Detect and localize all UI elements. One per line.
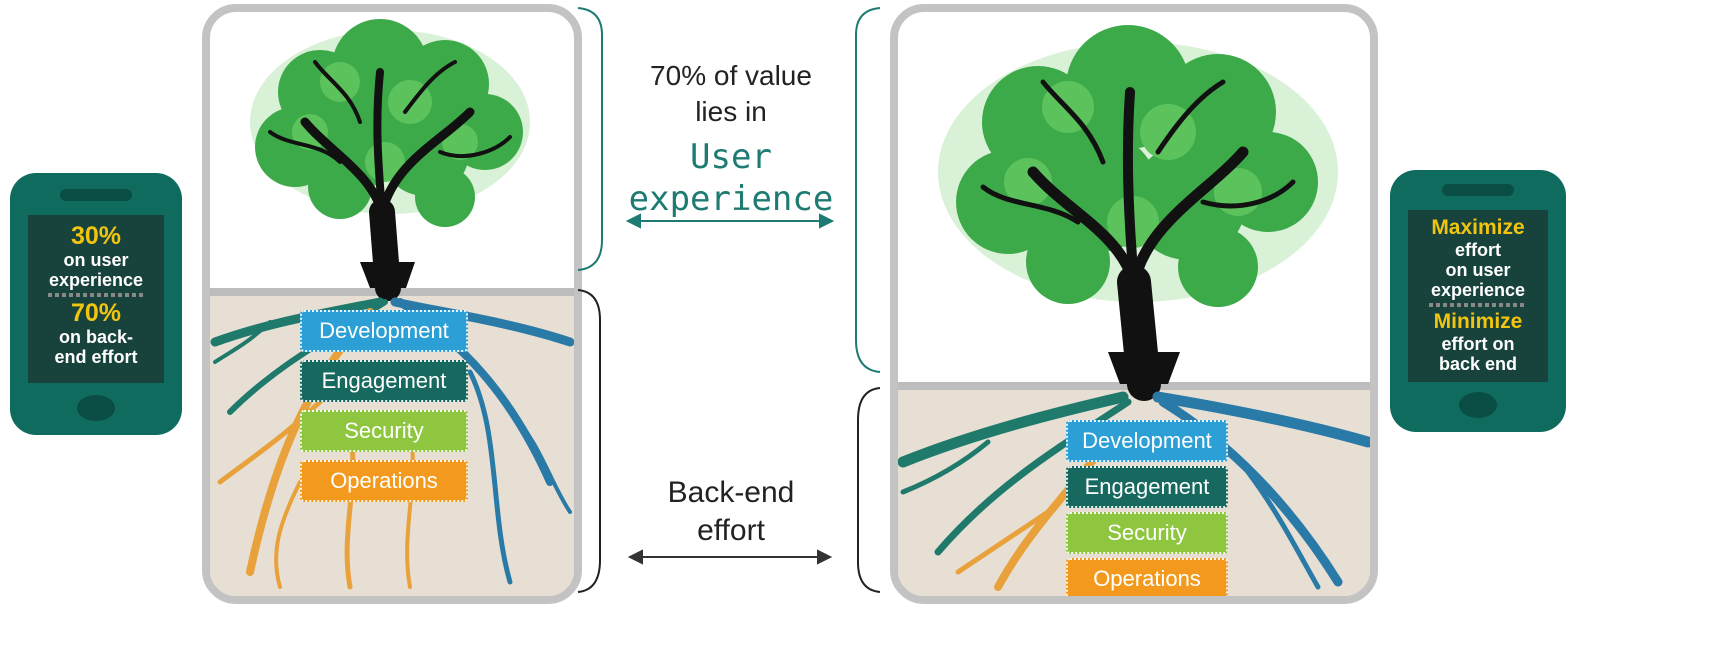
left-text-1: on user: [63, 250, 129, 270]
right-phone-screen: Maximize effort on user experience Minim…: [1408, 210, 1548, 382]
ux-line-2: experience: [628, 179, 834, 219]
left-tag-security: Security: [300, 410, 468, 452]
right-tree-illustration: [898, 25, 1370, 591]
left-tree-illustration: [210, 19, 574, 590]
right-text-2: on user: [1445, 260, 1511, 280]
value-line-2: lies in: [695, 96, 767, 127]
left-tag-operations: Operations: [300, 460, 468, 502]
right-minimize: Minimize: [1433, 310, 1523, 333]
right-text-4: effort on: [1441, 334, 1515, 354]
right-tag-engagement: Engagement: [1066, 466, 1228, 508]
left-pct-backend: 70%: [70, 299, 122, 327]
value-caption: 70% of value lies in: [606, 58, 856, 130]
left-lower-brace: [577, 289, 601, 593]
left-phone-screen: 30% on user experience 70% on back- end …: [28, 215, 164, 383]
left-tree-panel: Development Engagement Security Operatio…: [202, 4, 582, 604]
backend-double-arrow: [627, 549, 833, 565]
right-tag-security: Security: [1066, 512, 1228, 554]
right-phone-home-button: [1459, 392, 1497, 418]
right-tag-development: Development: [1066, 420, 1228, 462]
left-phone-speaker: [60, 189, 132, 201]
left-upper-brace: [577, 7, 603, 271]
right-upper-brace: [855, 7, 881, 373]
right-phone-speaker: [1442, 184, 1514, 196]
backend-line-1: Back-end: [667, 476, 795, 509]
value-line-1: 70% of value: [650, 60, 812, 91]
left-tag-development: Development: [300, 310, 468, 352]
ux-line-1: User: [690, 137, 772, 177]
right-text-3: experience: [1430, 280, 1526, 300]
left-phone-separator: [48, 293, 144, 297]
left-text-2: experience: [48, 270, 144, 290]
right-phone: Maximize effort on user experience Minim…: [1390, 170, 1566, 432]
left-text-3: on back-: [58, 327, 133, 347]
backend-effort-label: Back-end effort: [606, 474, 856, 550]
left-text-4: end effort: [54, 347, 138, 367]
left-phone: 30% on user experience 70% on back- end …: [10, 173, 182, 435]
right-lower-brace: [857, 387, 881, 593]
right-tag-operations: Operations: [1066, 558, 1228, 596]
right-phone-separator: [1429, 303, 1527, 307]
user-experience-label: User experience: [606, 136, 856, 220]
left-pct-ux: 30%: [70, 222, 122, 250]
left-phone-home-button: [77, 395, 115, 421]
right-tree-panel: Development Engagement Security Operatio…: [890, 4, 1378, 604]
right-text-1: effort: [1455, 240, 1501, 260]
right-text-5: back end: [1438, 354, 1518, 374]
right-maximize: Maximize: [1431, 216, 1525, 239]
ux-double-arrow: [625, 213, 835, 229]
backend-line-2: effort: [697, 514, 765, 547]
left-tag-engagement: Engagement: [300, 360, 468, 402]
